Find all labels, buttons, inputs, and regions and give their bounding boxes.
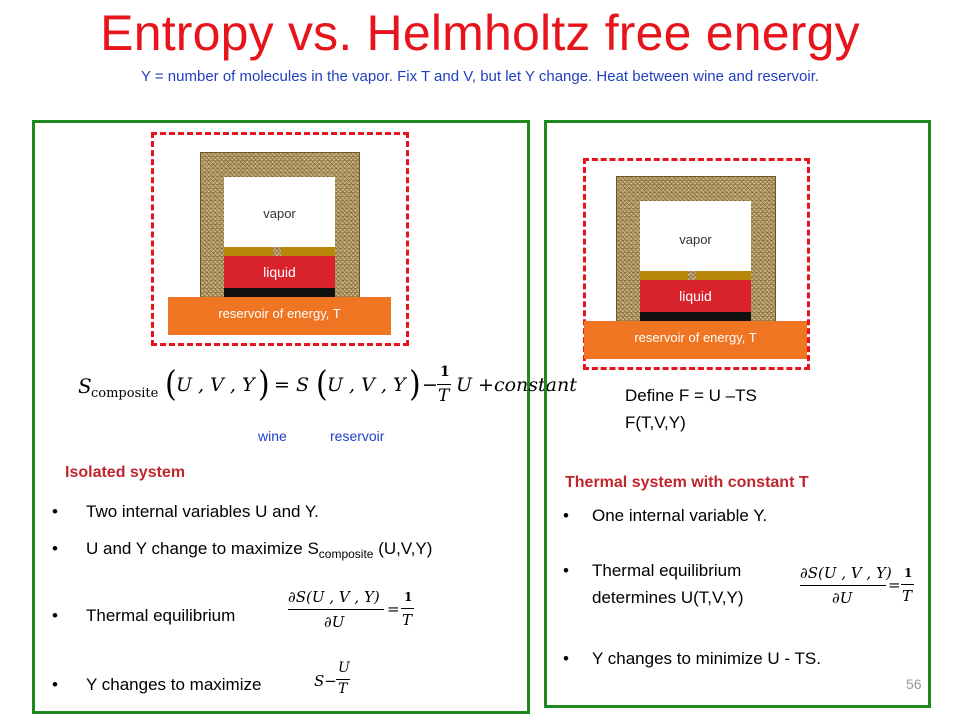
right-vapor-region: [640, 201, 751, 271]
left-reservoir: reservoir of energy, T: [168, 297, 391, 335]
right-deriv-one: 1: [904, 566, 913, 580]
eq-s-symbol: S: [78, 374, 92, 398]
bullet-dot: •: [563, 506, 569, 525]
left-vapor-region: [224, 177, 335, 247]
max-u: U: [338, 660, 350, 676]
eq-paren-close: ): [258, 364, 270, 405]
left-derivative-equation: ∂S(U , V , Y) ∂U = 1 T: [288, 588, 418, 638]
slide-title: Entropy vs. Helmholtz free energy: [100, 5, 860, 61]
right-dashed-boundary: [583, 158, 810, 370]
left-bullet-4: • Y changes to maximize: [52, 675, 261, 695]
left-deriv-equals: =: [387, 600, 400, 618]
left-deriv-denominator: ∂U: [324, 613, 345, 631]
eq-composite-subscript: composite: [91, 386, 159, 401]
reservoir-label: reservoir: [330, 428, 385, 444]
right-membrane-left: [640, 271, 688, 280]
right-deriv-T: T: [902, 587, 913, 605]
max-bar: [336, 679, 350, 680]
max-s-minus: S−: [314, 672, 337, 690]
right-liquid: liquid: [640, 280, 751, 312]
wine-label: wine: [258, 428, 287, 444]
left-bullet-2-text: U and Y change to maximize S: [86, 539, 319, 558]
left-panel: [32, 120, 530, 714]
eq-fraction-denominator: T: [438, 386, 450, 406]
left-bullet-1: • Two internal variables U and Y.: [52, 502, 319, 522]
right-panel: [544, 120, 931, 708]
eq-fraction-numerator: 1: [440, 364, 450, 380]
right-vapor-label: vapor: [679, 232, 712, 247]
left-deriv-numerator: ∂S(U , V , Y): [288, 588, 380, 606]
right-bullet-1: • One internal variable Y.: [563, 506, 767, 526]
bullet-dot: •: [52, 539, 58, 558]
left-membrane-right: [281, 247, 335, 256]
eq-paren2-open: (: [316, 364, 328, 405]
right-deriv-bar2: [901, 584, 914, 585]
left-deriv-T: T: [402, 611, 413, 629]
eq-args: U , V , Y: [176, 374, 255, 396]
left-dashed-boundary: [151, 132, 409, 346]
left-bullet-4-text: Y changes to maximize: [86, 675, 262, 694]
thermal-system-heading: Thermal system with constant T: [565, 474, 809, 491]
right-membrane-right: [696, 271, 751, 280]
bullet-dot: •: [52, 675, 58, 694]
bullet-dot: •: [52, 502, 58, 521]
right-bullet-2-cont: determines U(T,V,Y): [592, 588, 744, 607]
right-bullet-1-text: One internal variable Y.: [592, 506, 768, 525]
right-bullet-3: • Y changes to minimize U - TS.: [563, 649, 821, 669]
left-bullet-2-subscript: composite: [318, 547, 374, 561]
eq-paren-open: (: [165, 364, 177, 405]
eq-equals-s: = S: [274, 374, 309, 396]
eq-paren2-close: ): [409, 364, 421, 405]
right-deriv-bar: [800, 585, 886, 586]
maximize-expression: S− U T: [314, 660, 364, 704]
left-liquid: liquid: [224, 256, 335, 288]
bullet-dot: •: [52, 606, 58, 625]
right-deriv-numerator: ∂S(U , V , Y): [800, 564, 892, 582]
composite-entropy-equation: S composite ( U , V , Y ) = S ( U , V , …: [78, 364, 577, 424]
left-deriv-bar: [288, 609, 384, 610]
left-container-bottom: [224, 288, 335, 297]
left-bullet-2-args: (U,V,Y): [373, 539, 433, 558]
left-bullet-2: • U and Y change to maximize Scomposite …: [52, 539, 432, 561]
left-vapor-label: vapor: [263, 206, 296, 221]
right-derivative-equation: ∂S(U , V , Y) ∂U = 1 T: [800, 564, 930, 614]
right-deriv-denominator: ∂U: [832, 589, 853, 607]
f-function-line: F(T,V,Y): [625, 413, 686, 432]
eq-args2: U , V , Y: [327, 374, 406, 396]
eq-minus: −: [422, 374, 438, 396]
right-container-bottom: [640, 312, 751, 321]
slide-subtitle: Y = number of molecules in the vapor. Fi…: [140, 68, 820, 85]
eq-fraction-bar: [437, 384, 451, 385]
left-deriv-bar2: [401, 608, 414, 609]
right-bullet-2-text: Thermal equilibrium: [592, 561, 742, 580]
left-deriv-one: 1: [404, 590, 413, 604]
left-bullet-3: • Thermal equilibrium: [52, 606, 235, 626]
page-number: 56: [906, 676, 922, 692]
left-bullet-1-text: Two internal variables U and Y.: [86, 502, 319, 521]
isolated-system-heading: Isolated system: [65, 464, 186, 481]
bullet-dot: •: [563, 649, 569, 668]
bullet-dot: •: [563, 561, 569, 580]
right-deriv-equals: =: [888, 576, 901, 594]
right-reservoir: reservoir of energy, T: [584, 321, 807, 359]
left-membrane-left: [224, 247, 273, 256]
define-f-line: Define F = U –TS: [625, 386, 757, 405]
right-bullet-2: • Thermal equilibrium: [563, 561, 741, 581]
right-bullet-3-text: Y changes to minimize U - TS.: [592, 649, 821, 668]
left-bullet-3-text: Thermal equilibrium: [86, 606, 236, 625]
max-t: T: [338, 681, 348, 697]
